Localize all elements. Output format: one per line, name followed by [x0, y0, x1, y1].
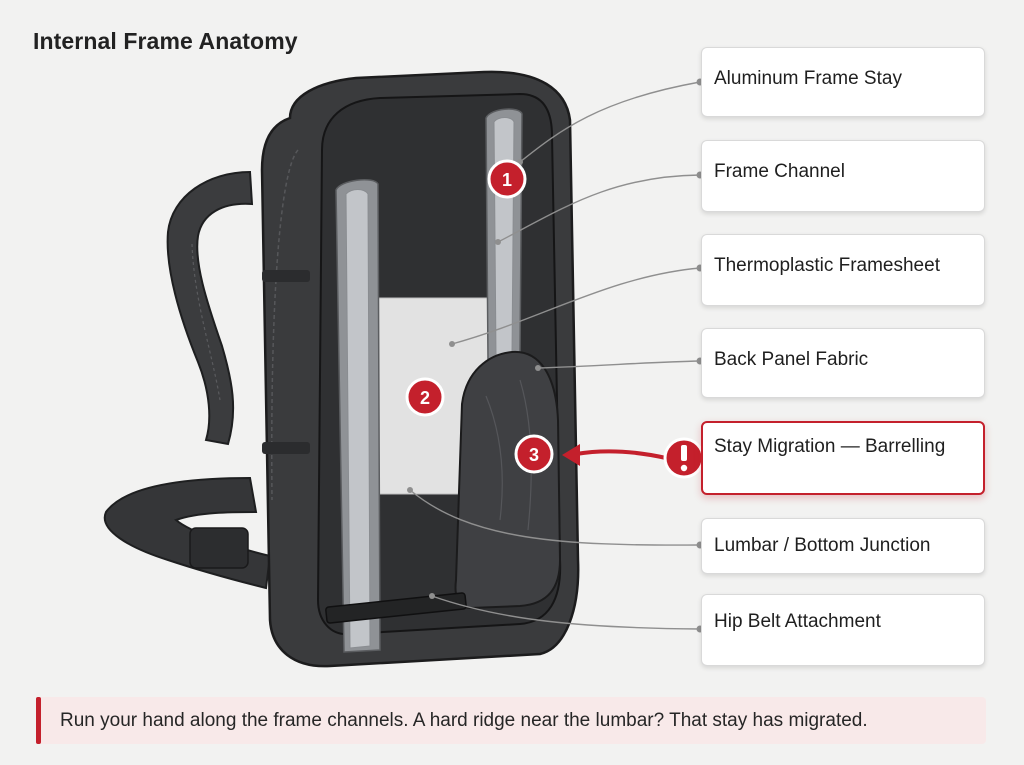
tip-callout: Run your hand along the frame channels. … — [36, 697, 986, 744]
exclamation-icon — [663, 437, 705, 479]
label-back-panel-fabric: Back Panel Fabric — [701, 328, 985, 398]
label-hip-belt-attachment: Hip Belt Attachment — [701, 594, 985, 666]
tip-accent-bar — [36, 697, 41, 744]
leader-aluminum-frame-stay — [519, 81, 701, 163]
label-frame-channel: Frame Channel — [701, 140, 985, 212]
aluminum-stay-left — [345, 189, 371, 649]
label-text: Stay Migration — Barrelling — [714, 436, 946, 457]
page-title: Internal Frame Anatomy — [33, 28, 298, 54]
label-text: Aluminum Frame Stay — [714, 68, 902, 89]
label-aluminum-frame-stay: Aluminum Frame Stay — [701, 47, 985, 117]
marker-2: 2 — [405, 377, 445, 417]
hip-belt-attachment-bar — [325, 592, 467, 624]
shoulder-strap — [166, 170, 254, 446]
barrelling-bulge — [454, 350, 562, 610]
marker-3: 3 — [514, 434, 554, 474]
marker-2-label: 2 — [420, 388, 430, 408]
marker-3-label: 3 — [529, 445, 539, 465]
label-thermoplastic-framesheet: Thermoplastic Framesheet — [701, 234, 985, 306]
aluminum-stay-right — [493, 117, 515, 357]
leader-lumbar-bottom-junction — [409, 489, 701, 546]
leader-back-panel-fabric — [537, 360, 701, 369]
marker-1: 1 — [487, 159, 527, 199]
label-text: Lumbar / Bottom Junction — [714, 535, 931, 556]
label-text: Hip Belt Attachment — [714, 611, 881, 632]
label-text: Frame Channel — [714, 161, 845, 182]
leader-frame-channel — [497, 174, 701, 243]
label-text: Thermoplastic Framesheet — [714, 255, 940, 276]
label-text: Back Panel Fabric — [714, 349, 869, 370]
leader-hip-belt-attachment — [431, 595, 701, 630]
label-lumbar-bottom-junction: Lumbar / Bottom Junction — [701, 518, 985, 574]
marker-1-label: 1 — [502, 170, 512, 190]
leader-thermoplastic-framesheet — [451, 267, 701, 345]
label-stay-migration: Stay Migration — Barrelling — [701, 421, 985, 495]
alert-arrow — [574, 449, 668, 460]
tip-text: Run your hand along the frame channels. … — [60, 710, 868, 731]
